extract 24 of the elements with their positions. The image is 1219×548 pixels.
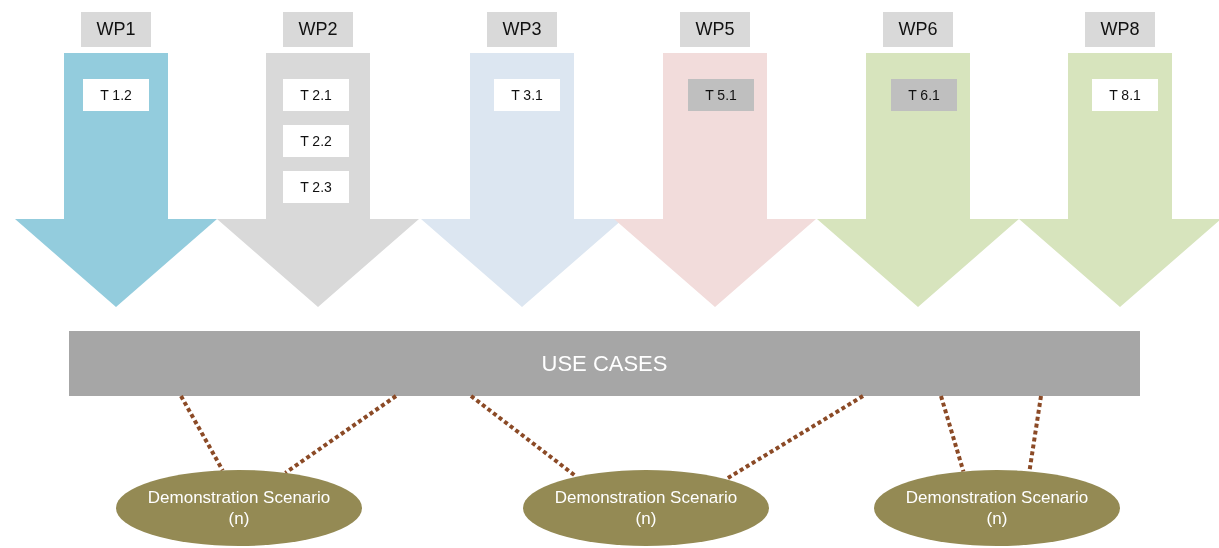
- task-label: T 6.1: [891, 79, 957, 111]
- use-cases-bar: USE CASES: [69, 331, 1140, 396]
- work-package-label: WP5: [680, 12, 750, 47]
- task-label: T 5.1: [688, 79, 754, 111]
- dotted-connector: [284, 394, 398, 475]
- task-label: T 1.2: [83, 79, 149, 111]
- work-package-label: WP6: [883, 12, 953, 47]
- scenario-ellipse: Demonstration Scenario (n): [116, 470, 362, 546]
- task-label: T 2.2: [283, 125, 349, 157]
- work-package-label: WP1: [81, 12, 151, 47]
- work-package-label: WP3: [487, 12, 557, 47]
- work-package-label: WP2: [283, 12, 353, 47]
- dotted-connector: [179, 395, 225, 472]
- dotted-connector: [724, 394, 865, 481]
- scenario-ellipse: Demonstration Scenario (n): [523, 470, 769, 546]
- dotted-connector: [939, 395, 966, 473]
- dotted-connector: [469, 394, 578, 479]
- work-package-label: WP8: [1085, 12, 1155, 47]
- task-label: T 2.3: [283, 171, 349, 203]
- dotted-connector: [1027, 395, 1043, 472]
- scenario-ellipse: Demonstration Scenario (n): [874, 470, 1120, 546]
- task-label: T 3.1: [494, 79, 560, 111]
- task-label: T 2.1: [283, 79, 349, 111]
- task-label: T 8.1: [1092, 79, 1158, 111]
